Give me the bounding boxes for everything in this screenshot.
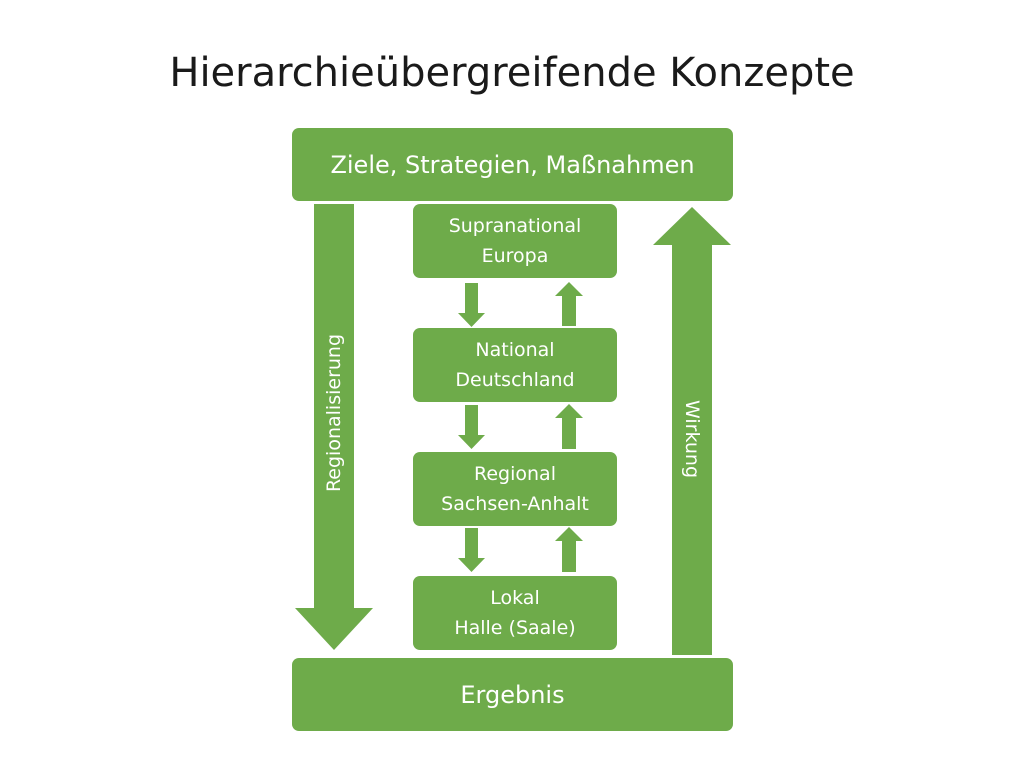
level-supranational: Supranational Europa — [413, 204, 617, 278]
level-3-line1: Regional — [474, 463, 556, 485]
down-arrow-3 — [458, 528, 485, 572]
goals-box-label: Ziele, Strategien, Maßnahmen — [330, 150, 695, 179]
wirkung-arrow — [653, 207, 731, 655]
level-4-line1: Lokal — [490, 587, 540, 609]
level-national: National Deutschland — [413, 328, 617, 402]
result-box: Ergebnis — [292, 658, 733, 731]
level-lokal: Lokal Halle (Saale) — [413, 576, 617, 650]
level-1-line2: Europa — [481, 245, 549, 267]
down-arrow-1 — [458, 283, 485, 327]
wirkung-label: Wirkung — [681, 399, 703, 479]
down-arrow-2 — [458, 405, 485, 449]
level-regional: Regional Sachsen-Anhalt — [413, 452, 617, 526]
result-box-label: Ergebnis — [460, 680, 565, 709]
level-3-line2: Sachsen-Anhalt — [441, 493, 589, 515]
level-4-line2: Halle (Saale) — [454, 617, 576, 639]
up-arrow-2 — [555, 404, 583, 449]
up-arrow-3 — [555, 527, 583, 572]
up-arrow-1 — [555, 282, 583, 326]
regionalisierung-label: Regionalisierung — [323, 333, 345, 493]
page-title: Hierarchieübergreifende Konzepte — [169, 50, 855, 96]
regionalisierung-arrow — [295, 204, 373, 650]
goals-box: Ziele, Strategien, Maßnahmen — [292, 128, 733, 201]
level-1-line1: Supranational — [448, 215, 582, 237]
level-2-line2: Deutschland — [455, 369, 575, 391]
level-2-line1: National — [475, 339, 555, 361]
